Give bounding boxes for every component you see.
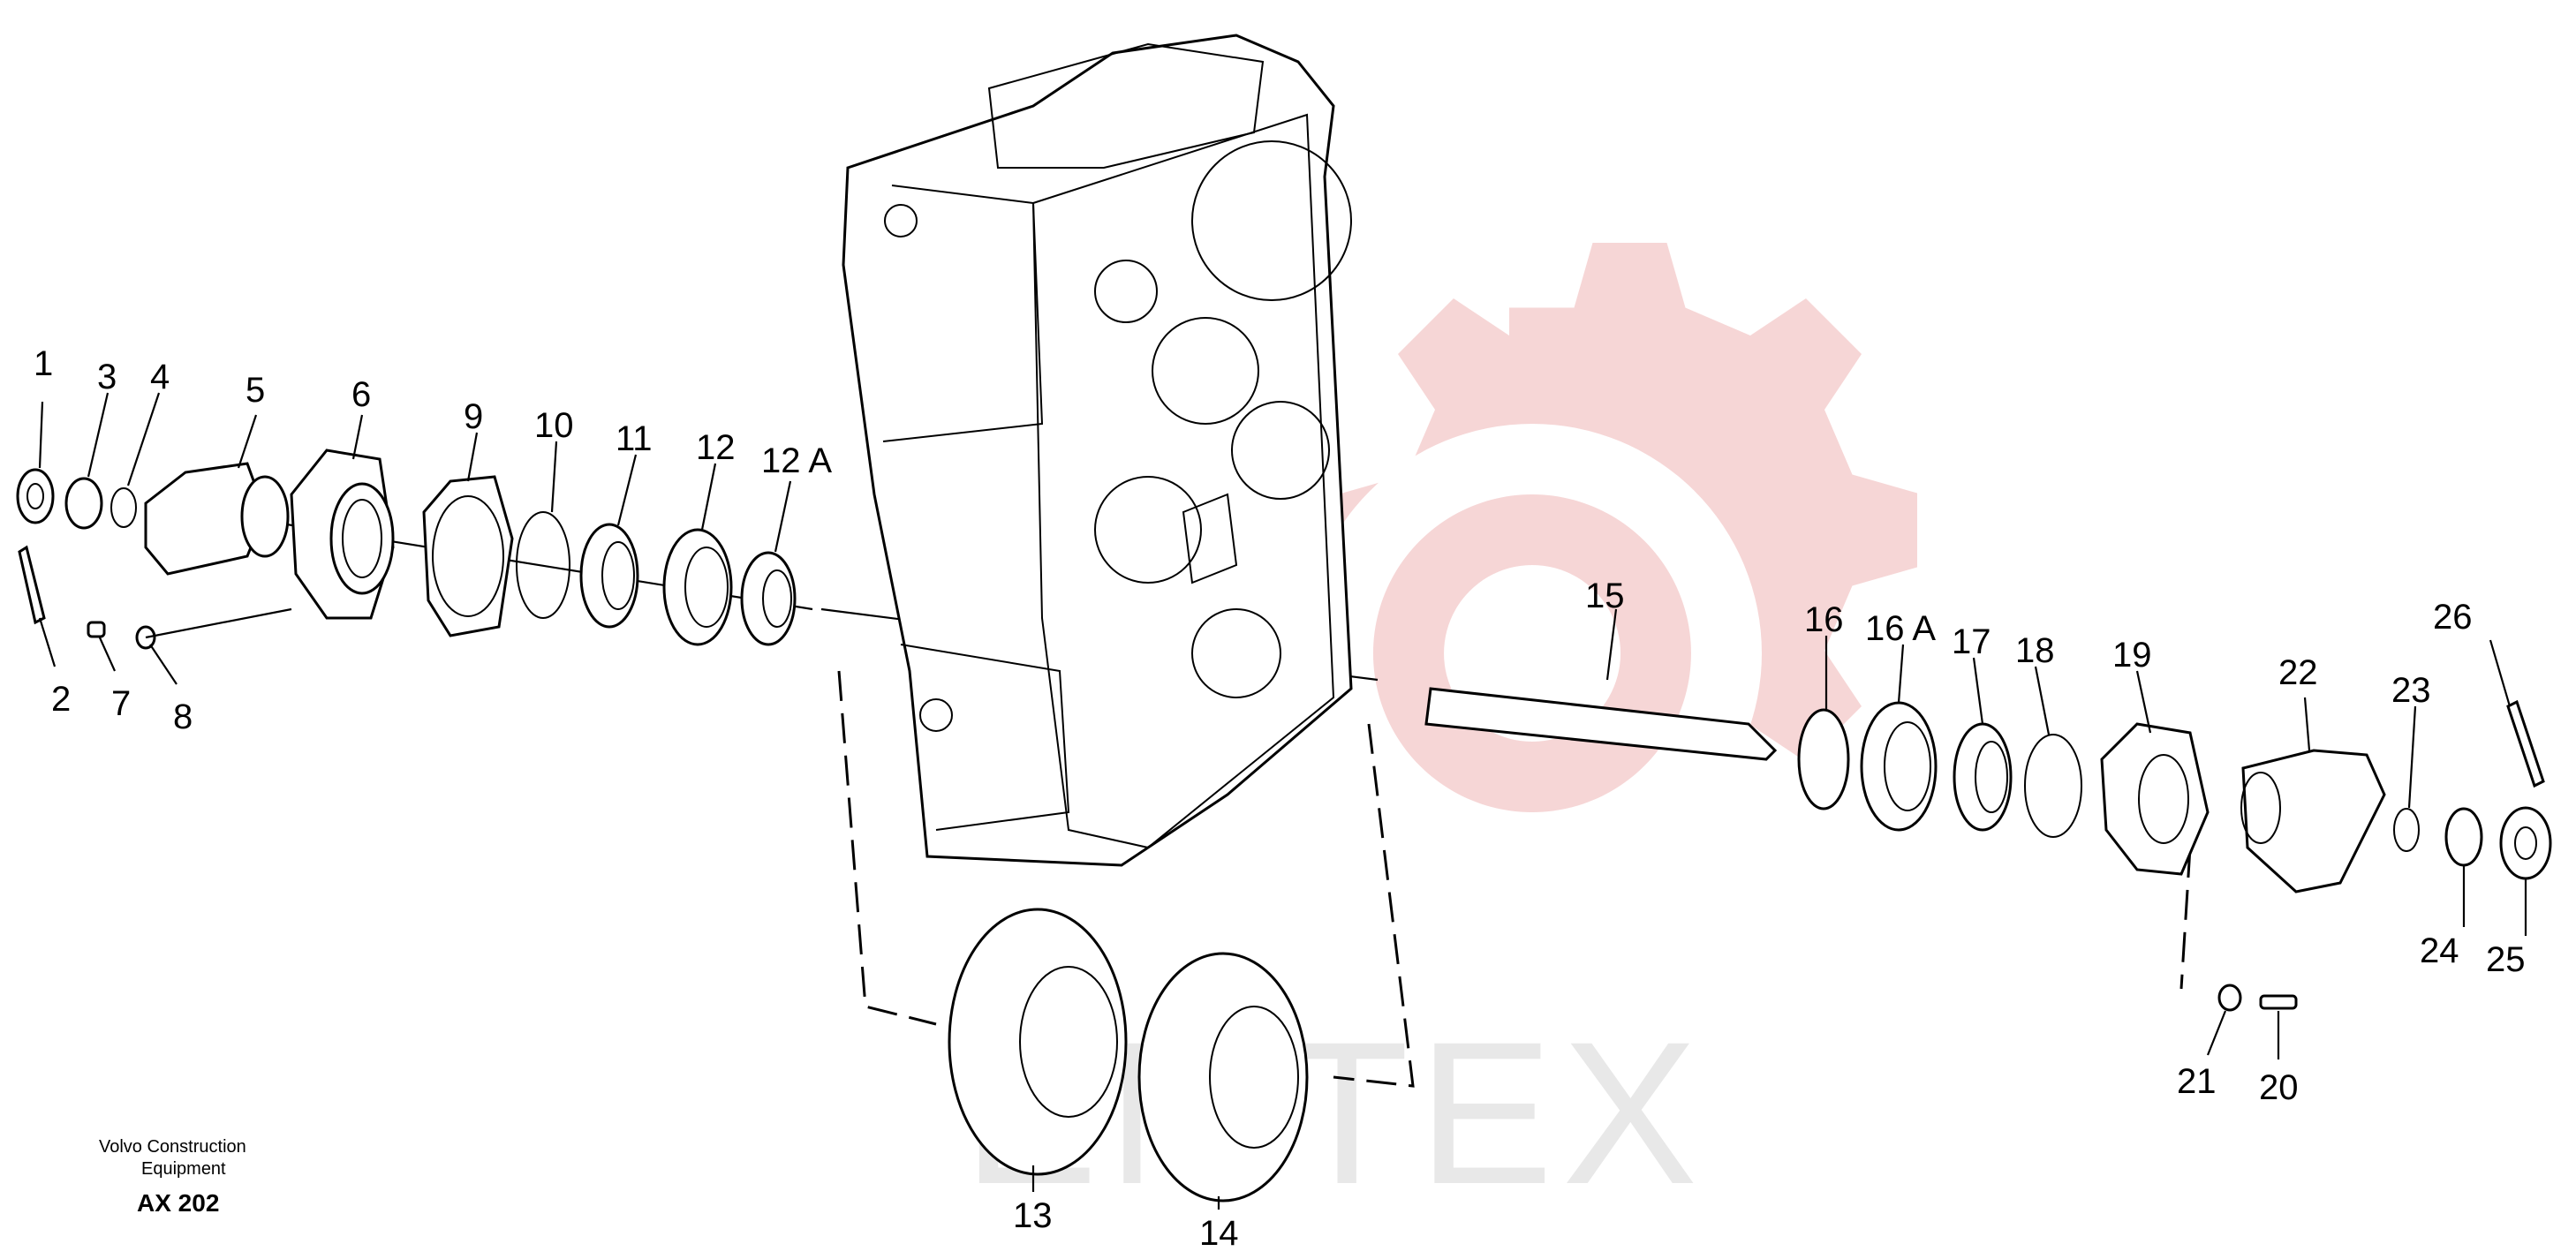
callout-16a: 16 A (1865, 609, 1936, 648)
right-parts-group (1424, 687, 2552, 1012)
callout-labels: 1 2 3 4 5 6 7 8 9 10 11 12 12 A 13 14 15… (34, 344, 2526, 1253)
callout-7: 7 (111, 684, 131, 723)
callout-8: 8 (173, 697, 193, 736)
callout-17: 17 (1952, 622, 1991, 661)
credit-block: Volvo Construction Equipment AX 202 (99, 1137, 246, 1217)
callout-16: 16 (1804, 600, 1844, 639)
callout-25: 25 (2486, 940, 2526, 979)
credit-line-1: Volvo Construction (99, 1137, 246, 1157)
transmission-housing (842, 34, 1353, 867)
callout-4: 4 (150, 358, 170, 396)
part-9-gasket (422, 475, 514, 637)
part-21-nut (2217, 984, 2242, 1012)
part-13-gear (948, 908, 1128, 1176)
part-24-washer (2444, 807, 2483, 867)
callout-1: 1 (34, 344, 53, 383)
part-25-nut (2499, 806, 2552, 880)
gears-group (948, 908, 1309, 1202)
callout-13: 13 (1013, 1196, 1053, 1235)
callout-12a: 12 A (761, 441, 832, 480)
callout-14: 14 (1199, 1214, 1239, 1253)
callout-21: 21 (2177, 1062, 2217, 1101)
callout-26: 26 (2433, 598, 2473, 637)
part-16-roller-bearing (1797, 708, 1850, 810)
callout-10: 10 (534, 406, 574, 445)
drawing-code: AX 202 (137, 1189, 219, 1217)
callout-15: 15 (1585, 577, 1625, 615)
leader-lines (38, 392, 2527, 1210)
part-20-screw (2259, 994, 2298, 1010)
part-4-o-ring (110, 487, 137, 528)
part-12a-roller-bearing (740, 551, 797, 646)
part-14-gear (1137, 952, 1309, 1202)
part-10-o-ring (516, 511, 570, 619)
callout-12: 12 (696, 428, 736, 467)
part-19-cover (2100, 722, 2210, 876)
callout-24: 24 (2420, 931, 2459, 970)
left-parts-group (16, 449, 797, 650)
callout-2: 2 (51, 680, 71, 719)
part-26-cotter-pin (2506, 699, 2545, 788)
callout-18: 18 (2015, 631, 2055, 670)
callout-3: 3 (97, 358, 117, 396)
callout-22: 22 (2278, 653, 2318, 692)
part-11-bearing-ring (579, 523, 639, 629)
part-15-shaft (1424, 687, 1778, 761)
part-17-bearing-ring (1953, 722, 2013, 832)
part-7-screw (87, 621, 106, 638)
part-1-nut (16, 468, 55, 524)
part-23-o-ring (2393, 808, 2420, 852)
part-22-flange-yoke (2241, 749, 2386, 893)
part-16a-bearing-cup (1860, 701, 1938, 832)
callout-6: 6 (351, 375, 371, 414)
callout-20: 20 (2259, 1068, 2299, 1107)
part-2-cotter-pin (18, 545, 46, 625)
part-18-o-ring (2024, 734, 2082, 838)
credit-line-2: Equipment (141, 1159, 226, 1179)
part-12-bearing-cup (662, 528, 733, 646)
callout-9: 9 (464, 397, 483, 436)
callout-11: 11 (616, 419, 653, 458)
callout-19: 19 (2112, 636, 2152, 675)
callout-23: 23 (2391, 671, 2431, 710)
callout-5: 5 (246, 371, 265, 410)
part-3-washer (64, 477, 103, 530)
